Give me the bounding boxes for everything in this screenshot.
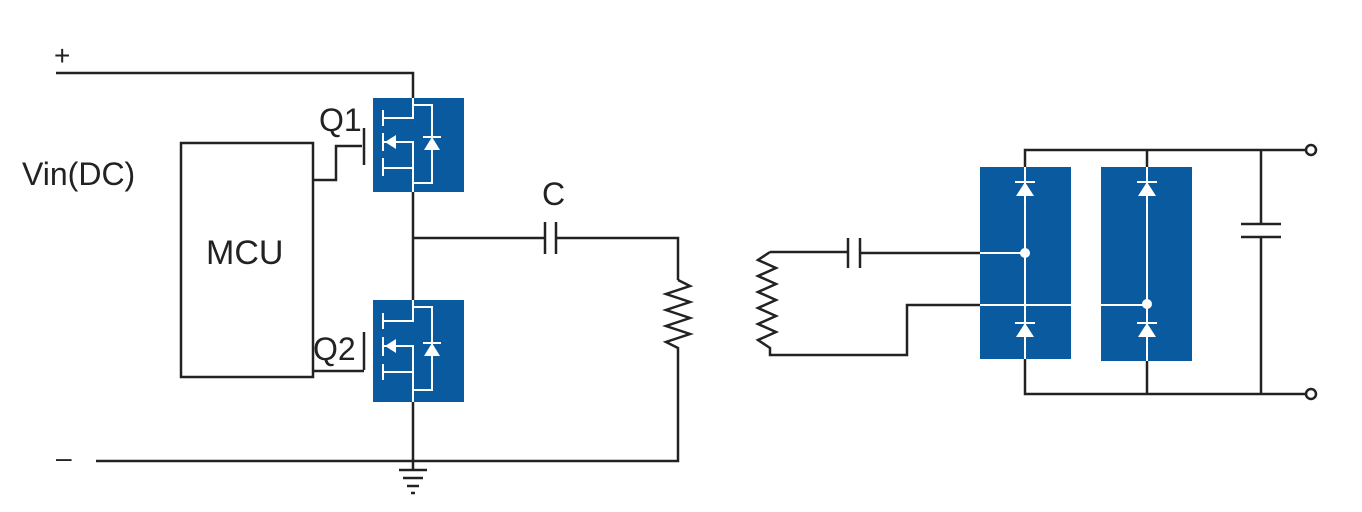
half-bridge-midpoint-wire (411, 192, 545, 300)
q1-label: Q1 (319, 102, 362, 138)
q2-label: Q2 (313, 331, 356, 367)
positive-terminal-label: + (54, 40, 71, 71)
output-terminal-positive[interactable] (1304, 143, 1318, 157)
rectifier-block-right (1101, 167, 1192, 361)
capacitor-label: C (542, 176, 566, 212)
secondary-capacitor (846, 238, 980, 268)
negative-terminal-label: – (56, 442, 72, 473)
output-terminal-negative[interactable] (1304, 387, 1318, 401)
mcu-label: MCU (206, 234, 284, 272)
output-capacitor (1241, 150, 1281, 394)
ground-symbol (399, 468, 427, 495)
capacitor-c (543, 222, 680, 280)
primary-winding (662, 278, 694, 358)
rectifier-block-left (980, 167, 1071, 359)
mcu-block (179, 141, 315, 379)
positive-rail (56, 71, 415, 98)
q2-gate-wire (313, 332, 366, 373)
secondary-winding (754, 250, 980, 357)
output-rails (1023, 148, 1306, 396)
input-voltage-label: Vin(DC) (22, 156, 136, 192)
q1-gate-wire (313, 128, 366, 182)
mosfet-q2 (373, 300, 464, 402)
negative-rail (96, 358, 680, 463)
mosfet-q1 (373, 98, 464, 192)
